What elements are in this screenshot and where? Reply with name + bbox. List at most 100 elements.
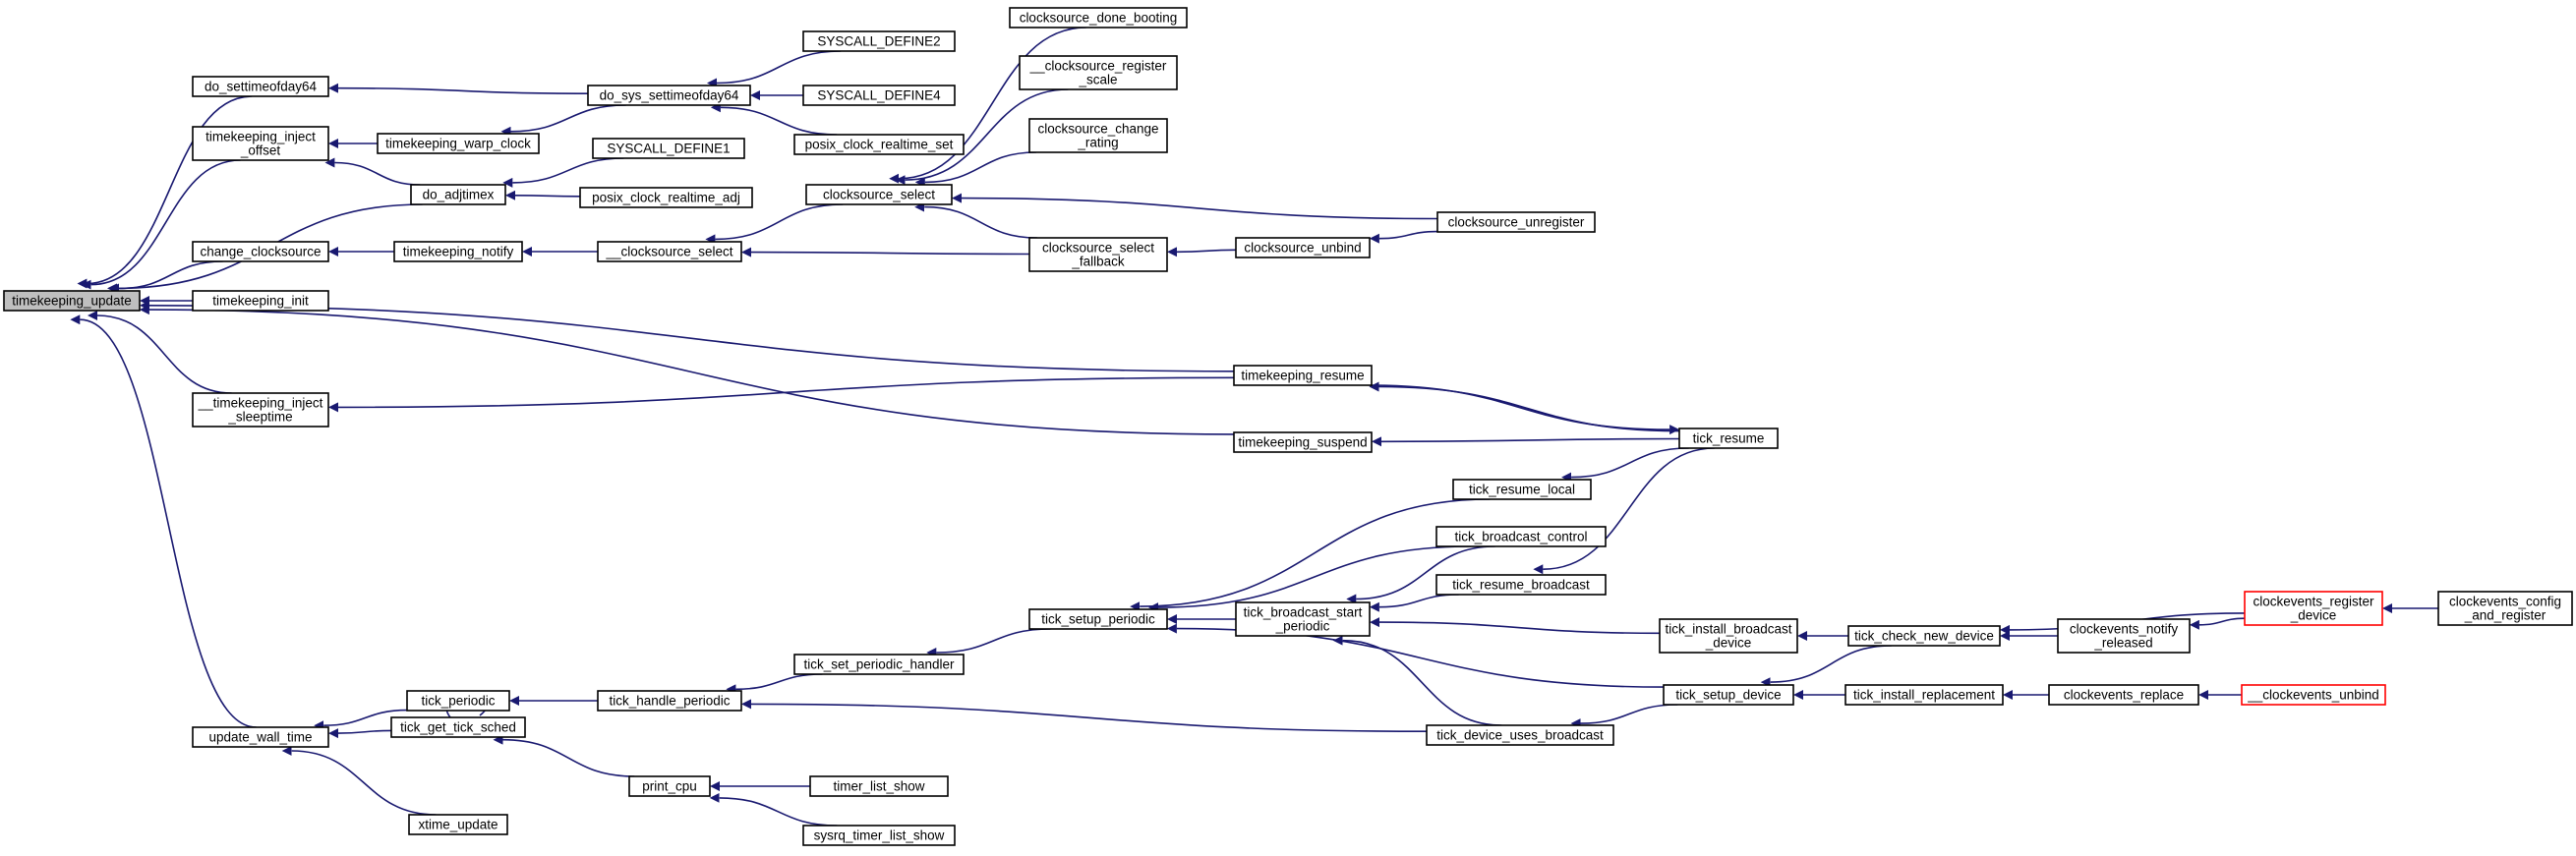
node-timekeeping-resume[interactable]: timekeeping_resume: [1233, 365, 1373, 386]
node-box: [393, 241, 523, 262]
node-SYSCALL-DEFINE1[interactable]: SYSCALL_DEFINE1: [592, 138, 745, 159]
node-box: [2244, 591, 2383, 626]
node-tick-periodic[interactable]: tick_periodic: [406, 690, 510, 712]
node-clockevents-config-and-register[interactable]: clockevents_config_and_register: [2437, 591, 2573, 626]
edge-clocksource-change-rating-to-clocksource-select: [914, 151, 1036, 188]
node-box: [592, 138, 745, 159]
node-label: clocksource_unbind: [1244, 241, 1361, 256]
node-posix-clock-realtime-adj[interactable]: posix_clock_realtime_adj: [579, 187, 753, 208]
node-clockevents-unbind[interactable]: __clockevents_unbind: [2241, 684, 2386, 706]
node-update-wall-time[interactable]: update_wall_time: [192, 726, 329, 748]
edge-timekeeping-inject-offset-to-timekeeping-update: [81, 159, 241, 290]
node-label: tick_device_uses_broadcast: [1436, 728, 1604, 743]
node-xtime-update[interactable]: xtime_update: [408, 814, 508, 835]
node-timekeeping-notify[interactable]: timekeeping_notify: [393, 241, 523, 262]
node-SYSCALL-DEFINE2[interactable]: SYSCALL_DEFINE2: [802, 30, 956, 52]
node-tick-device-uses-broadcast[interactable]: tick_device_uses_broadcast: [1426, 724, 1614, 746]
node-clocksource-register-scale[interactable]: __clocksource_register_scale: [1019, 55, 1178, 90]
node-do-adjtimex[interactable]: do_adjtimex: [410, 184, 506, 205]
node-box: [802, 85, 956, 106]
node-label: tick_set_periodic_handler: [803, 657, 955, 672]
node-timekeeping-inject-sleeptime[interactable]: __timekeeping_inject_sleeptime: [192, 392, 329, 428]
node-tick-install-broadcast-device[interactable]: tick_install_broadcast_device: [1659, 618, 1798, 654]
node-label: _sleeptime: [227, 410, 292, 425]
edge-tick-resume-to-timekeeping-suspend: [1372, 436, 1680, 447]
node-label: _and_register: [2464, 608, 2547, 623]
node-change-clocksource[interactable]: change_clocksource: [192, 241, 329, 262]
node-box: [2437, 591, 2573, 626]
node-tick-install-replacement[interactable]: tick_install_replacement: [1844, 684, 2004, 706]
node-box: [802, 30, 956, 52]
edge-clocksource-select-fallback-to-clocksource-select: [914, 201, 1037, 239]
node-tick-set-periodic-handler[interactable]: tick_set_periodic_handler: [793, 654, 965, 675]
node-label: SYSCALL_DEFINE2: [817, 34, 940, 49]
node-clocksource-unregister[interactable]: clocksource_unregister: [1436, 211, 1596, 233]
node-tick-setup-device[interactable]: tick_setup_device: [1663, 684, 1794, 706]
edge-tick-get-tick-sched-to-update-wall-time: [328, 728, 392, 739]
node-label: _scale: [1078, 73, 1117, 87]
node-tick-get-tick-sched[interactable]: tick_get_tick_sched: [390, 716, 526, 738]
node-label: update_wall_time: [208, 730, 312, 745]
node-box: [628, 775, 711, 797]
node-clockevents-notify-released[interactable]: clockevents_notify_released: [2057, 618, 2191, 654]
node-tick-resume[interactable]: tick_resume: [1678, 428, 1779, 449]
node-box: [2048, 684, 2199, 706]
node-tick-resume-local[interactable]: tick_resume_local: [1452, 479, 1592, 500]
edge-tick-resume-broadcast-to-tick-broadcast-start-periodic: [1369, 594, 1459, 612]
edge-clocksource-unbind-to-clocksource-select-fallback: [1167, 247, 1237, 257]
node-clocksource-unbind[interactable]: clocksource_unbind: [1235, 237, 1371, 258]
node-timekeeping-warp-clock[interactable]: timekeeping_warp_clock: [377, 133, 540, 154]
node-label: do_adjtimex: [423, 188, 495, 202]
edge-SYSCALL-DEFINE1-to-do-adjtimex: [502, 157, 624, 188]
node-clockevents-replace[interactable]: clockevents_replace: [2048, 684, 2199, 706]
node-tick-broadcast-start-periodic[interactable]: tick_broadcast_start_periodic: [1235, 601, 1371, 637]
node-label: _rating: [1077, 136, 1118, 150]
node-clocksource-done-booting[interactable]: clocksource_done_booting: [1009, 7, 1188, 29]
node-clocksource-select[interactable]: __clocksource_select: [597, 241, 742, 262]
node-box: [1028, 237, 1168, 272]
edge-update-wall-time-to-timekeeping-update: [70, 314, 257, 728]
node-timekeeping-update[interactable]: timekeeping_update: [3, 290, 141, 312]
node-label: timekeeping_notify: [403, 245, 514, 259]
node-tick-resume-broadcast[interactable]: tick_resume_broadcast: [1435, 574, 1607, 596]
node-label: timekeeping_resume: [1241, 369, 1364, 383]
node-box: [2057, 618, 2191, 654]
node-sysrq-timer-list-show[interactable]: sysrq_timer_list_show: [802, 825, 956, 846]
node-box: [793, 134, 965, 155]
edge-xtime-update-to-update-wall-time: [281, 746, 437, 816]
node-print-cpu[interactable]: print_cpu: [628, 775, 711, 797]
node-tick-setup-periodic[interactable]: tick_setup_periodic: [1028, 608, 1168, 630]
node-do-sys-settimeofday64[interactable]: do_sys_settimeofday64: [587, 85, 751, 106]
node-timekeeping-init[interactable]: timekeeping_init: [192, 290, 329, 312]
node-label: xtime_update: [418, 818, 498, 832]
node-box: [805, 184, 953, 205]
edge-tick-resume-to-tick-resume-broadcast: [1533, 447, 1715, 575]
node-label: SYSCALL_DEFINE4: [817, 88, 941, 103]
node-clocksource-select[interactable]: clocksource_select: [805, 184, 953, 205]
node-timer-list-show[interactable]: timer_list_show: [809, 775, 949, 797]
node-do-settimeofday64[interactable]: do_settimeofday64: [192, 76, 329, 97]
edge-posix-clock-realtime-adj-to-do-adjtimex: [505, 190, 581, 200]
node-clockevents-register-device[interactable]: clockevents_register_device: [2244, 591, 2383, 626]
node-box: [1435, 574, 1607, 596]
node-clocksource-change-rating[interactable]: clocksource_change_rating: [1028, 118, 1168, 153]
node-label: clockevents_register: [2253, 595, 2374, 609]
node-tick-check-new-device[interactable]: tick_check_new_device: [1847, 625, 2001, 647]
node-tick-broadcast-control[interactable]: tick_broadcast_control: [1435, 526, 1607, 547]
edge-clocksource-unregister-to-clocksource-select: [952, 193, 1438, 220]
node-posix-clock-realtime-set[interactable]: posix_clock_realtime_set: [793, 134, 965, 155]
node-box: [192, 290, 329, 312]
node-box: [579, 187, 753, 208]
node-tick-handle-periodic[interactable]: tick_handle_periodic: [597, 690, 742, 712]
node-SYSCALL-DEFINE4[interactable]: SYSCALL_DEFINE4: [802, 85, 956, 106]
edge-clockevents-register-device-to-clockevents-notify-released: [2189, 617, 2246, 630]
edge-timekeeping-resume-to-tick-resume: [1369, 384, 1680, 435]
edge-SYSCALL-DEFINE2-to-do-sys-settimeofday64: [707, 50, 842, 88]
edge-sysrq-timer-list-show-to-print-cpu: [709, 792, 838, 827]
node-label: clockevents_config: [2449, 595, 2561, 609]
node-clocksource-select-fallback[interactable]: clocksource_select_fallback: [1028, 237, 1168, 272]
edge-tick-resume-to-timekeeping-resume: [1369, 381, 1680, 432]
node-timekeeping-inject-offset[interactable]: timekeeping_inject_offset: [192, 126, 329, 161]
node-label: timekeeping_warp_clock: [385, 137, 531, 151]
node-timekeeping-suspend[interactable]: timekeeping_suspend: [1233, 431, 1373, 453]
